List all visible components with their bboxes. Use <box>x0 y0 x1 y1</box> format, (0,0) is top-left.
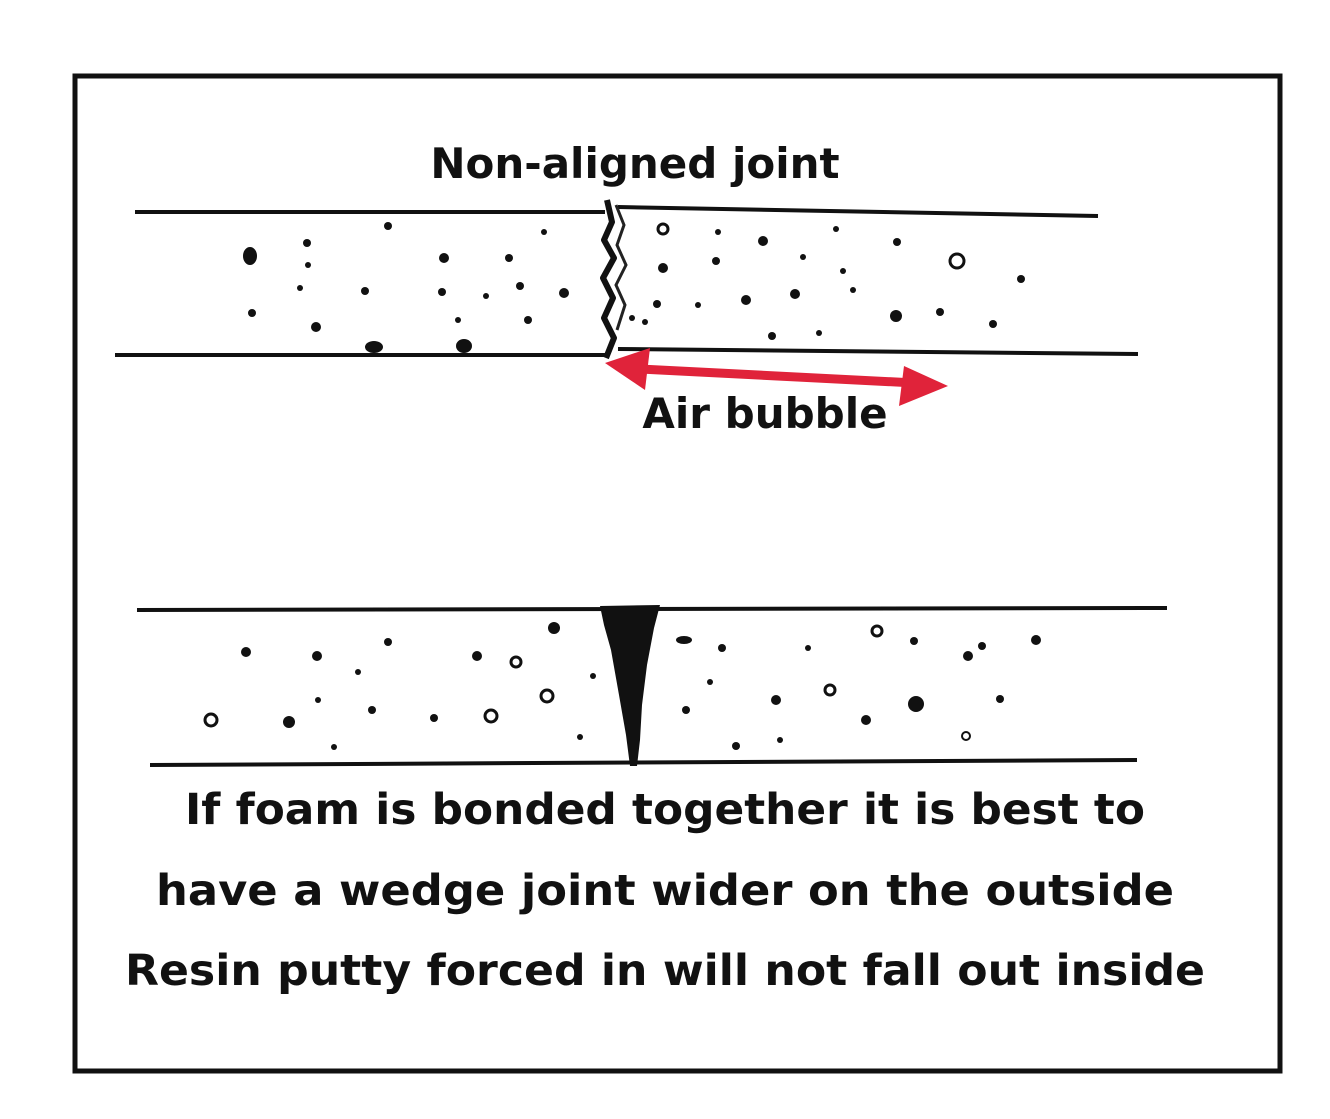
caption-line-1: If foam is bonded together it is best to <box>185 785 1145 835</box>
wedge-joint-fill <box>600 605 660 766</box>
right-block-top-edge <box>617 205 1099 218</box>
bottom-left-foam-texture <box>203 622 596 750</box>
wedge-joint-panel <box>136 605 1168 767</box>
caption-line-3: Resin putty forced in will not fall out … <box>125 946 1205 996</box>
left-block-foam-texture <box>243 222 569 353</box>
right-block-bottom-edge <box>617 347 1139 356</box>
diagram-frame <box>72 73 1283 1074</box>
non-aligned-joint-panel: Non-aligned joint <box>115 139 1139 438</box>
joint-hatching <box>614 204 628 331</box>
air-bubble-label: Air bubble <box>642 389 887 438</box>
air-bubble-arrow <box>605 348 948 406</box>
caption: If foam is bonded together it is best to… <box>125 785 1205 996</box>
right-block-foam-texture <box>629 222 1025 340</box>
bottom-right-foam-texture <box>676 624 1041 750</box>
bottom-block-bottom-edge <box>149 758 1138 767</box>
caption-line-2: have a wedge joint wider on the outside <box>156 866 1174 916</box>
non-aligned-joint-title: Non-aligned joint <box>430 139 839 188</box>
non-aligned-joint-line <box>600 199 617 360</box>
